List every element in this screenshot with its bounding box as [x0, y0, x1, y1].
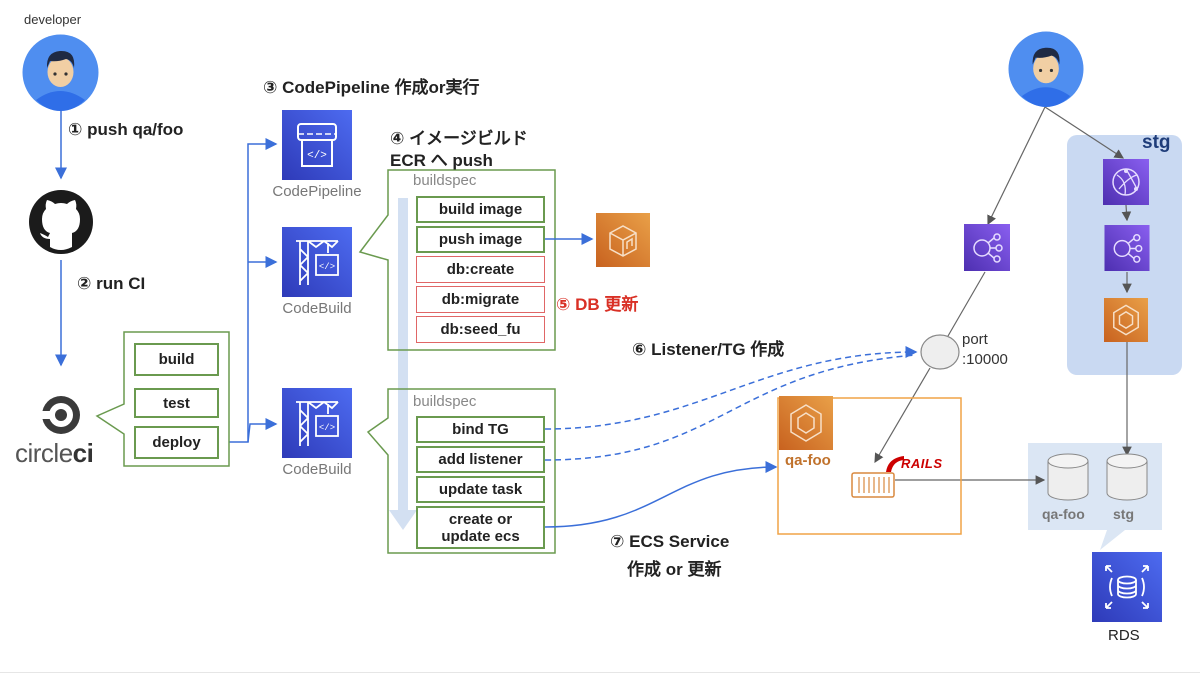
arrow-add-listener-to-listener	[544, 354, 917, 461]
task-update-task: update task	[416, 476, 545, 503]
buildspec-2-title: buildspec	[413, 393, 477, 410]
ecr-icon	[596, 213, 650, 267]
circleci-job-build: build	[134, 343, 219, 376]
step-2-run-ci-label: ② run CI	[77, 274, 146, 293]
rds-label: RDS	[1108, 627, 1140, 644]
step-6-listener-tg-label: ⑥ Listener/TG 作成	[632, 340, 785, 359]
developer-label: developer	[24, 12, 82, 27]
db-qa-foo-icon	[1047, 453, 1089, 501]
footer-divider	[0, 672, 1200, 673]
rails-logo-text: RAILS	[901, 456, 943, 471]
circleci-job-test: test	[134, 388, 219, 418]
arrow-user-to-alb	[987, 106, 1046, 226]
arrow-user-to-stg	[1044, 106, 1125, 159]
circleci-job-deploy: deploy	[134, 426, 219, 459]
svg-text:</>: </>	[307, 150, 327, 162]
svg-text:</>: </>	[319, 262, 335, 272]
circleci-wordmark-light: circle	[15, 438, 73, 468]
build-progress-arrow	[389, 198, 417, 530]
task-push-image: push image	[416, 226, 545, 253]
task-build-image: build image	[416, 196, 545, 223]
arrow-deploy-to-codepipeline	[218, 138, 278, 443]
stg-ecs-icon	[1104, 298, 1148, 342]
svg-text:</>: </>	[319, 423, 335, 433]
circleci-logo-icon	[37, 396, 80, 434]
github-logo-icon	[29, 190, 93, 254]
step-7-create-or-update-label: 作成 or 更新	[627, 560, 722, 579]
arrow-ecs-update-to-service	[544, 461, 778, 528]
codepipeline-label: CodePipeline	[272, 183, 362, 200]
ecs-qa-foo-icon	[779, 396, 833, 450]
line-alb-to-listener	[947, 271, 986, 337]
arrow-bind-tg-to-listener	[544, 346, 918, 430]
step-4-image-build-label: ④ イメージビルド	[390, 129, 528, 148]
rds-icon	[1092, 552, 1162, 622]
developer-avatar-icon	[22, 34, 99, 111]
db-qa-foo-label: qa-foo	[1042, 506, 1085, 522]
codebuild-2-icon: </>	[282, 388, 352, 458]
circleci-wordmark: circleci	[15, 438, 94, 469]
qa-load-balancer-icon	[964, 224, 1010, 271]
task-db-create: db:create	[416, 256, 545, 283]
listener-port-label: port :10000	[962, 330, 1008, 370]
arrow-deploy-to-codebuild-2	[247, 418, 278, 443]
codebuild-2-label: CodeBuild	[282, 461, 352, 478]
listener-port-text: port	[962, 331, 988, 348]
arrow-stg-cf-to-alb	[1121, 204, 1132, 222]
db-stg-icon	[1106, 453, 1148, 501]
codepipeline-icon: </>	[282, 110, 352, 180]
task-db-seed-fu: db:seed_fu	[416, 316, 545, 343]
container-icon	[851, 472, 895, 498]
stg-load-balancer-icon	[1104, 225, 1150, 271]
task-bind-tg: bind TG	[416, 416, 545, 443]
stg-panel-label: stg	[1142, 132, 1171, 153]
db-stg-label: stg	[1113, 506, 1134, 522]
task-db-migrate: db:migrate	[416, 286, 545, 313]
step-1-push-label: ① push qa/foo	[68, 120, 184, 139]
task-create-or-update-ecs: create or update ecs	[416, 506, 545, 549]
buildspec-2-callout	[366, 388, 556, 554]
buildspec-1-callout	[358, 169, 556, 351]
stg-cloudfront-icon	[1103, 159, 1149, 205]
ecs-service-box	[777, 397, 962, 535]
listener-port-node	[920, 334, 960, 370]
end-user-avatar-icon	[1008, 31, 1084, 107]
task-add-listener: add listener	[416, 446, 545, 473]
circleci-wordmark-bold: ci	[72, 438, 94, 468]
arrow-listener-to-container	[874, 367, 931, 464]
rails-logo-icon: RAILS	[884, 452, 946, 476]
ecs-service-name: qa-foo	[785, 452, 831, 469]
step-7-ecs-service-label: ⑦ ECS Service	[610, 532, 730, 551]
buildspec-1-title: buildspec	[413, 172, 477, 189]
step-5-db-update-label: ⑤ DB 更新	[556, 295, 639, 314]
step-3-codepipeline-label: ③ CodePipeline 作成or実行	[263, 78, 480, 97]
step-4-ecr-push-label: ECR へ push	[390, 151, 493, 170]
codebuild-1-icon: </>	[282, 227, 352, 297]
listener-port-number: :10000	[962, 351, 1008, 368]
codebuild-1-label: CodeBuild	[282, 300, 352, 317]
